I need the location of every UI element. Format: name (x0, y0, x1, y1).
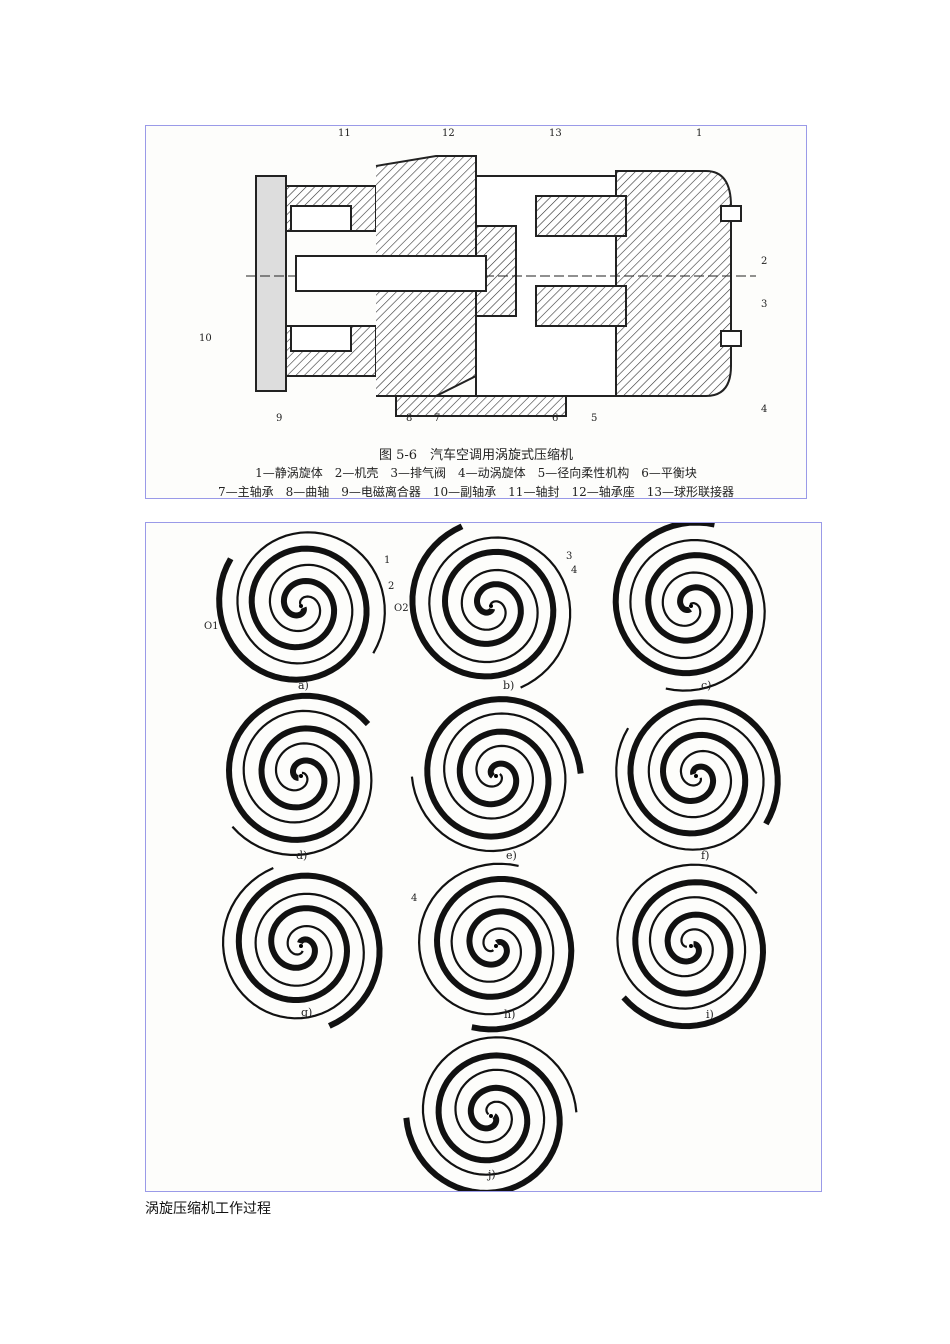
panel-label: j) (488, 1168, 496, 1181)
part-number: 5 (591, 413, 598, 424)
annotation: 3 (566, 551, 573, 562)
part-number: 13 (549, 128, 562, 139)
scroll-wrap (433, 876, 575, 1033)
figure-title: 图 5-6 汽车空调用涡旋式压缩机 (378, 448, 574, 463)
part-number: 10 (199, 333, 212, 344)
scroll-wrap (428, 536, 572, 689)
scroll-wrap (417, 862, 555, 1016)
part-number: 11 (338, 128, 351, 139)
scroll-wrap (629, 539, 766, 692)
panel-label: i) (706, 1008, 714, 1021)
annotation: 2 (388, 581, 395, 592)
figure-legend-line: 1—静涡旋体 2—机壳 3—排气阀 4—动涡旋体 5—径向柔性机构 6—平衡块 (255, 466, 697, 480)
spiral-diagrams (216, 523, 781, 1191)
center-dot (299, 944, 303, 948)
center-dot (489, 1114, 493, 1118)
panel-label: a) (298, 679, 309, 692)
scroll-wrap (627, 699, 781, 837)
panel-label: g) (301, 1006, 313, 1019)
panel-label: e) (506, 849, 517, 862)
scroll-wrap (231, 709, 373, 856)
compressor-cross-section-figure: 11 12 13 1 2 3 4 5 6 7 8 9 10 图 5-6 汽车空调… (145, 125, 807, 499)
scroll-wrap (421, 1036, 578, 1176)
center-dot (494, 944, 498, 948)
scroll-wrap (621, 879, 767, 1030)
compressor-drawing (246, 155, 756, 417)
center-dot (299, 604, 303, 608)
scroll-wrap (235, 872, 383, 1029)
center-dot (494, 774, 498, 778)
part-number: 2 (761, 256, 768, 267)
annotation: O2 (394, 603, 409, 614)
scroll-wrap (612, 523, 754, 677)
part-number: 7 (434, 413, 441, 424)
scroll-wrap (616, 863, 758, 1010)
part-number: 4 (761, 404, 768, 415)
panel-label: f) (701, 849, 710, 862)
scroll-process-figure: a) b) c) d) e) f) g) h) i) j) 1 2 O1 O2 … (145, 522, 822, 1192)
part-number: 6 (552, 413, 559, 424)
part-number: 3 (761, 299, 768, 310)
annotation: 1 (384, 555, 391, 566)
scroll-wrap (216, 545, 370, 683)
scroll-wrap (410, 712, 567, 853)
annotation: O1 (204, 621, 219, 632)
scroll-wrap (403, 1052, 563, 1191)
panel-label: d) (296, 849, 308, 862)
scroll-wrap (221, 867, 365, 1020)
panel-label: b) (503, 679, 515, 692)
scroll-wrap (615, 717, 765, 851)
scroll-wrap (409, 523, 557, 680)
center-dot (694, 774, 698, 778)
annotation: 4 (571, 565, 578, 576)
part-number: 9 (276, 413, 283, 424)
center-dot (299, 774, 303, 778)
center-dot (489, 604, 493, 608)
center-dot (689, 944, 693, 948)
part-number: 1 (696, 128, 703, 139)
annotation: 4 (411, 893, 418, 904)
panel-label: c) (701, 679, 712, 692)
scroll-wrap (236, 531, 386, 665)
part-number: 12 (442, 128, 455, 139)
scroll-wrap (225, 692, 371, 843)
part-number: 8 (406, 413, 413, 424)
figure-legend-line: 7—主轴承 8—曲轴 9—电磁离合器 10—副轴承 11—轴封 12—轴承座 1… (218, 485, 734, 499)
center-dot (689, 604, 693, 608)
panel-label: h) (504, 1008, 516, 1021)
scroll-wrap (424, 696, 584, 840)
document-caption: 涡旋压缩机工作过程 (145, 1201, 271, 1217)
